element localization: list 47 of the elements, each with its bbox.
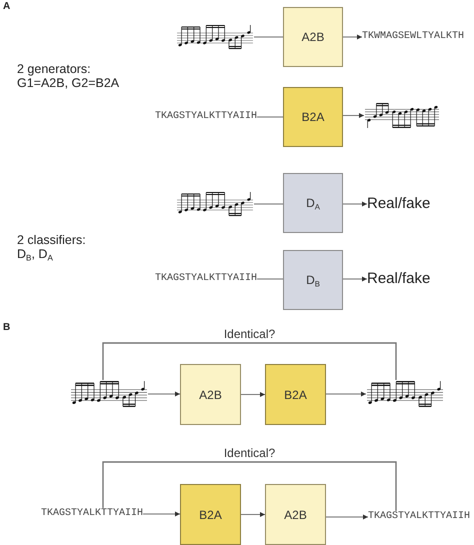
- generator-box: [283, 7, 343, 67]
- classifier-box: [283, 173, 343, 233]
- generator-box: [265, 364, 326, 425]
- box-label: B2A: [199, 508, 222, 522]
- sequence-text: TKAGSTYALKTTYAIIH: [155, 111, 258, 123]
- sequence-text: TKAGSTYALKTTYAIIH: [155, 273, 258, 285]
- sequence-text: TKWMAGSEWLTYALKTH: [362, 31, 464, 43]
- arrow: [326, 514, 368, 520]
- connector-line: [256, 116, 284, 118]
- arrow: [342, 113, 364, 118]
- arrow: [326, 392, 366, 396]
- arrow: [342, 276, 368, 282]
- box-label: A2B: [199, 388, 222, 402]
- box-label: B2A: [284, 388, 307, 402]
- sheet-music-drawing: [176, 24, 254, 50]
- arrow: [240, 512, 266, 517]
- annotation-text: 2 classifiers: D$_{B}$, D$_{A}$: [17, 233, 87, 261]
- arrow: [148, 392, 180, 396]
- bracket-line: [102, 342, 397, 380]
- sequence-text: TKAGSTYALKTTYAIIH: [41, 508, 144, 520]
- sheet-music-drawing: [70, 380, 148, 408]
- arrow: [342, 34, 362, 40]
- generator-box: [265, 484, 326, 545]
- connector-line: [254, 36, 284, 38]
- arrow: [342, 202, 368, 206]
- output-label: Real/fake: [367, 195, 430, 213]
- connector-line: [256, 278, 284, 280]
- annotation-text: 2 generators: G1=A2B, G2=B2A: [17, 62, 120, 90]
- arrow: [142, 512, 180, 516]
- sheet-music-drawing: [364, 102, 440, 129]
- panel-letter: B: [3, 322, 10, 334]
- box-label: B2A: [302, 110, 324, 124]
- output-label: Real/fake: [367, 270, 430, 288]
- arrow: [240, 392, 266, 397]
- classifier-box: [283, 250, 343, 310]
- box-label: A2B: [302, 30, 324, 44]
- box-label: A2B: [284, 508, 307, 522]
- sheet-music-drawing: [176, 191, 254, 217]
- panel-letter: A: [3, 1, 10, 13]
- bracket-line: [102, 461, 397, 511]
- generator-box: [180, 484, 241, 545]
- generator-box: [283, 87, 343, 147]
- sheet-music-drawing: [366, 380, 444, 408]
- generator-box: [180, 364, 241, 425]
- sequence-text: TKAGSTYALKTTYAIIH: [368, 511, 470, 523]
- box-label: D$_{A}$: [306, 196, 320, 210]
- box-label: D$_{B}$: [306, 273, 320, 287]
